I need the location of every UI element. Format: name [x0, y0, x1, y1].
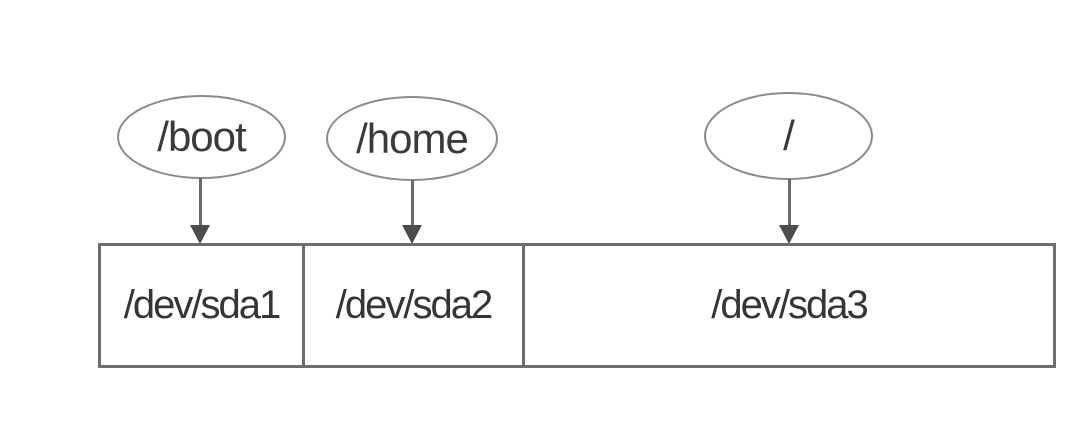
partition-sda3: /dev/sda3 [525, 246, 1053, 365]
arrow-head [190, 225, 210, 244]
mount-label-home: /home [356, 114, 469, 162]
mount-node-home: /home [326, 96, 498, 181]
partition-sda2: /dev/sda2 [305, 246, 525, 365]
partition-sda1: /dev/sda1 [101, 246, 305, 365]
arrow-boot-to-sda1-icon [190, 178, 211, 244]
partition-label-sda2: /dev/sda2 [335, 283, 493, 327]
disk-partition-bar: /dev/sda1 /dev/sda2 /dev/sda3 [98, 243, 1056, 368]
mount-node-boot: /boot [117, 95, 286, 179]
arrow-stem [788, 179, 791, 226]
arrow-stem [199, 178, 202, 226]
mount-label-boot: /boot [157, 113, 246, 160]
arrow-head [402, 225, 422, 244]
mount-label-root: / [783, 112, 795, 159]
arrow-root-to-sda3-icon [779, 179, 800, 244]
mount-node-root: / [704, 92, 873, 180]
arrow-head [779, 225, 799, 244]
partition-label-sda3: /dev/sda3 [711, 283, 868, 327]
partition-label-sda1: /dev/sda1 [123, 283, 281, 327]
arrow-home-to-sda2-icon [402, 180, 423, 244]
arrow-stem [411, 180, 414, 226]
